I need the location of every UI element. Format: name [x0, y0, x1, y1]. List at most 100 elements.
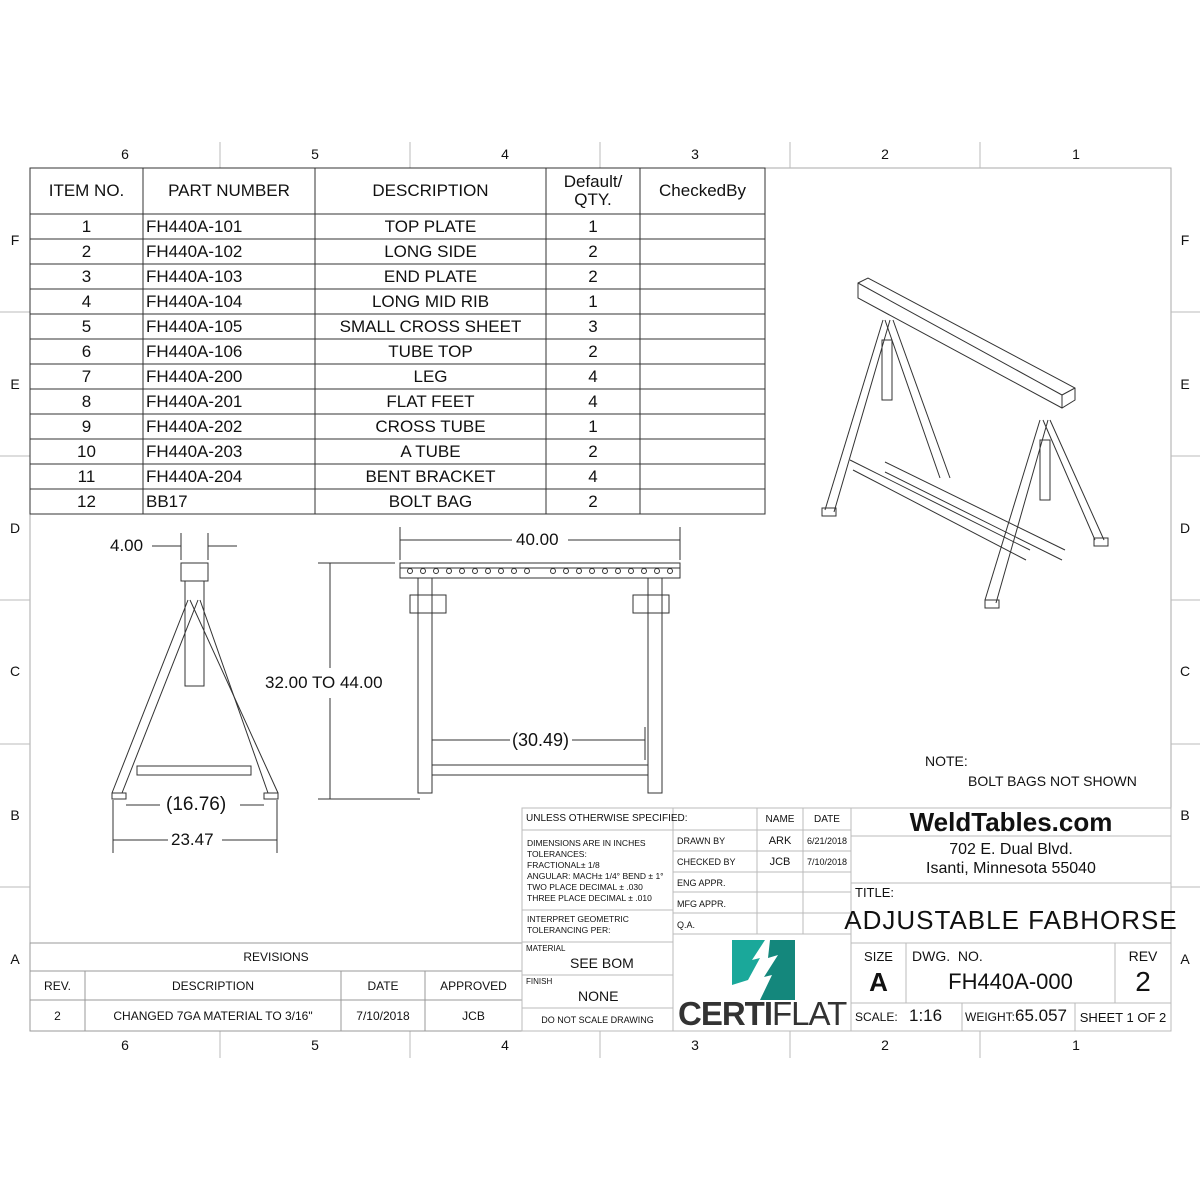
do-not-scale: DO NOT SCALE DRAWING — [541, 1015, 654, 1025]
zone-row-d: D — [9, 520, 21, 536]
zone-row-e: E — [1180, 376, 1190, 392]
top-plate-holes — [407, 568, 673, 574]
sheet-number: SHEET 1 OF 2 — [1079, 1009, 1167, 1025]
zone-column-1: 1 — [1072, 1037, 1080, 1053]
bom-cell-part: FH440A-101 — [146, 216, 243, 236]
front-view — [399, 562, 681, 794]
bom-cell-qty: 4 — [588, 366, 598, 386]
bom-header-qty: Default/ QTY. — [563, 172, 623, 209]
certiflat-logo: CERTIFLAT — [678, 995, 847, 1032]
rev-cell-date: 7/10/2018 — [356, 1008, 410, 1023]
rev-cell-approved: JCB — [462, 1008, 485, 1023]
zone-row-a: A — [10, 951, 20, 967]
bom-cell-item: 6 — [81, 341, 92, 361]
zone-row-c: C — [9, 663, 21, 679]
zone-row-b: B — [10, 807, 20, 823]
bom-cell-desc: CROSS TUBE — [375, 416, 486, 436]
revisions-title: REVISIONS — [243, 950, 309, 964]
approvals-header-name: NAME — [765, 813, 795, 825]
rev-cell-description: CHANGED 7GA MATERIAL TO 3/16" — [113, 1008, 313, 1023]
finish-label: FINISH — [526, 977, 553, 986]
tolerance-line: TOLERANCES: — [527, 849, 587, 859]
scale-value: 1:16 — [909, 1006, 943, 1025]
bom-cell-qty: 1 — [588, 216, 598, 236]
bom-cell-qty: 2 — [588, 441, 598, 461]
company-name: WeldTables.com — [909, 806, 1113, 837]
bom-cell-part: FH440A-200 — [146, 366, 243, 386]
rev-header-approved: APPROVED — [440, 978, 507, 993]
bom-cell-part: FH440A-102 — [146, 241, 243, 261]
rev-value: 2 — [1135, 966, 1151, 997]
dim-height: 32.00 TO 44.00 — [265, 673, 383, 693]
approval-name — [757, 872, 803, 893]
title-block-grid — [521, 807, 1172, 1032]
dwg-no-label: DWG. NO. — [912, 948, 983, 964]
drawing-title: ADJUSTABLE FABHORSE — [844, 904, 1178, 935]
bom-cell-item: 2 — [81, 241, 92, 261]
tolerance-interpret: INTERPRET GEOMETRIC TOLERANCING PER: — [527, 914, 629, 935]
bom-cell-item: 9 — [81, 416, 92, 436]
bom-header-description: DESCRIPTION — [372, 181, 489, 200]
bom-cell-qty: 4 — [588, 391, 598, 411]
tolerance-heading: UNLESS OTHERWISE SPECIFIED: — [526, 813, 688, 824]
zone-column-4: 4 — [501, 146, 509, 162]
bom-cell-qty: 3 — [588, 316, 598, 336]
zone-ticks — [0, 142, 1200, 1058]
bom-cell-desc: LEG — [413, 366, 448, 386]
approval-label: CHECKED BY — [677, 856, 736, 867]
bom-cell-part: BB17 — [146, 491, 188, 511]
bom-cell-item: 8 — [81, 391, 92, 411]
bom-cell-desc: LONG MID RIB — [371, 291, 490, 311]
tolerance-line: FRACTIONAL± 1/8 — [527, 860, 600, 870]
zone-column-5: 5 — [311, 146, 319, 162]
approval-name: JCB — [769, 855, 791, 868]
rev-cell-rev: 2 — [54, 1008, 61, 1023]
weight-label: WEIGHT: — [965, 1010, 1015, 1024]
zone-column-3: 3 — [691, 146, 699, 162]
bom-cell-qty: 2 — [588, 266, 598, 286]
tolerance-line: THREE PLACE DECIMAL ± .010 — [527, 893, 652, 903]
material-value: SEE BOM — [570, 955, 634, 971]
front-dimensions — [318, 527, 681, 800]
bom-cell-item: 4 — [81, 291, 92, 311]
scale-label: SCALE: — [855, 1010, 898, 1024]
approval-name — [757, 914, 803, 935]
zone-column-2: 2 — [881, 146, 889, 162]
side-view — [111, 562, 279, 800]
dim-length: 40.00 — [516, 530, 559, 549]
bom-cell-desc: TUBE TOP — [388, 341, 473, 361]
approval-date: 6/21/2018 — [806, 835, 848, 846]
bom-cell-part: FH440A-203 — [146, 441, 243, 461]
bom-header-checked: CheckedBy — [659, 181, 746, 200]
tolerance-line: DIMENSIONS ARE IN INCHES — [527, 838, 646, 848]
zone-column-2: 2 — [881, 1037, 889, 1053]
rev-header-rev: REV. — [44, 978, 71, 993]
bom-cell-part: FH440A-103 — [146, 266, 243, 286]
note-text: BOLT BAGS NOT SHOWN — [968, 773, 1137, 789]
approval-label: DRAWN BY — [677, 835, 726, 846]
bom-cell-part: FH440A-202 — [146, 416, 243, 436]
bom-cell-desc: SMALL CROSS SHEET — [339, 316, 522, 336]
company-address-line2: Isanti, Minnesota 55040 — [926, 860, 1096, 877]
bom-cell-desc: LONG SIDE — [384, 241, 477, 261]
bom-cell-part: FH440A-201 — [146, 391, 243, 411]
zone-row-e: E — [10, 376, 20, 392]
size-value: A — [869, 966, 888, 997]
bom-cell-part: FH440A-104 — [146, 291, 243, 311]
dwg-no-value: FH440A-000 — [948, 969, 1073, 994]
dim-base-outer: 23.47 — [171, 830, 214, 849]
note-label: NOTE: — [925, 753, 968, 769]
bom-cell-part: FH440A-106 — [146, 341, 243, 361]
bom-cell-part: FH440A-204 — [146, 466, 243, 486]
zone-column-6: 6 — [121, 1037, 129, 1053]
logo-text-bold: CERTI — [678, 995, 773, 1032]
approval-label: MFG APPR. — [677, 898, 727, 909]
zone-row-a: A — [1180, 951, 1190, 967]
bom-cell-item: 10 — [77, 441, 96, 461]
bom-cell-desc: FLAT FEET — [386, 391, 475, 411]
zone-row-d: D — [1179, 520, 1191, 536]
title-label: TITLE: — [855, 885, 895, 900]
zone-row-c: C — [1179, 663, 1191, 679]
approval-label: ENG APPR. — [677, 877, 726, 888]
